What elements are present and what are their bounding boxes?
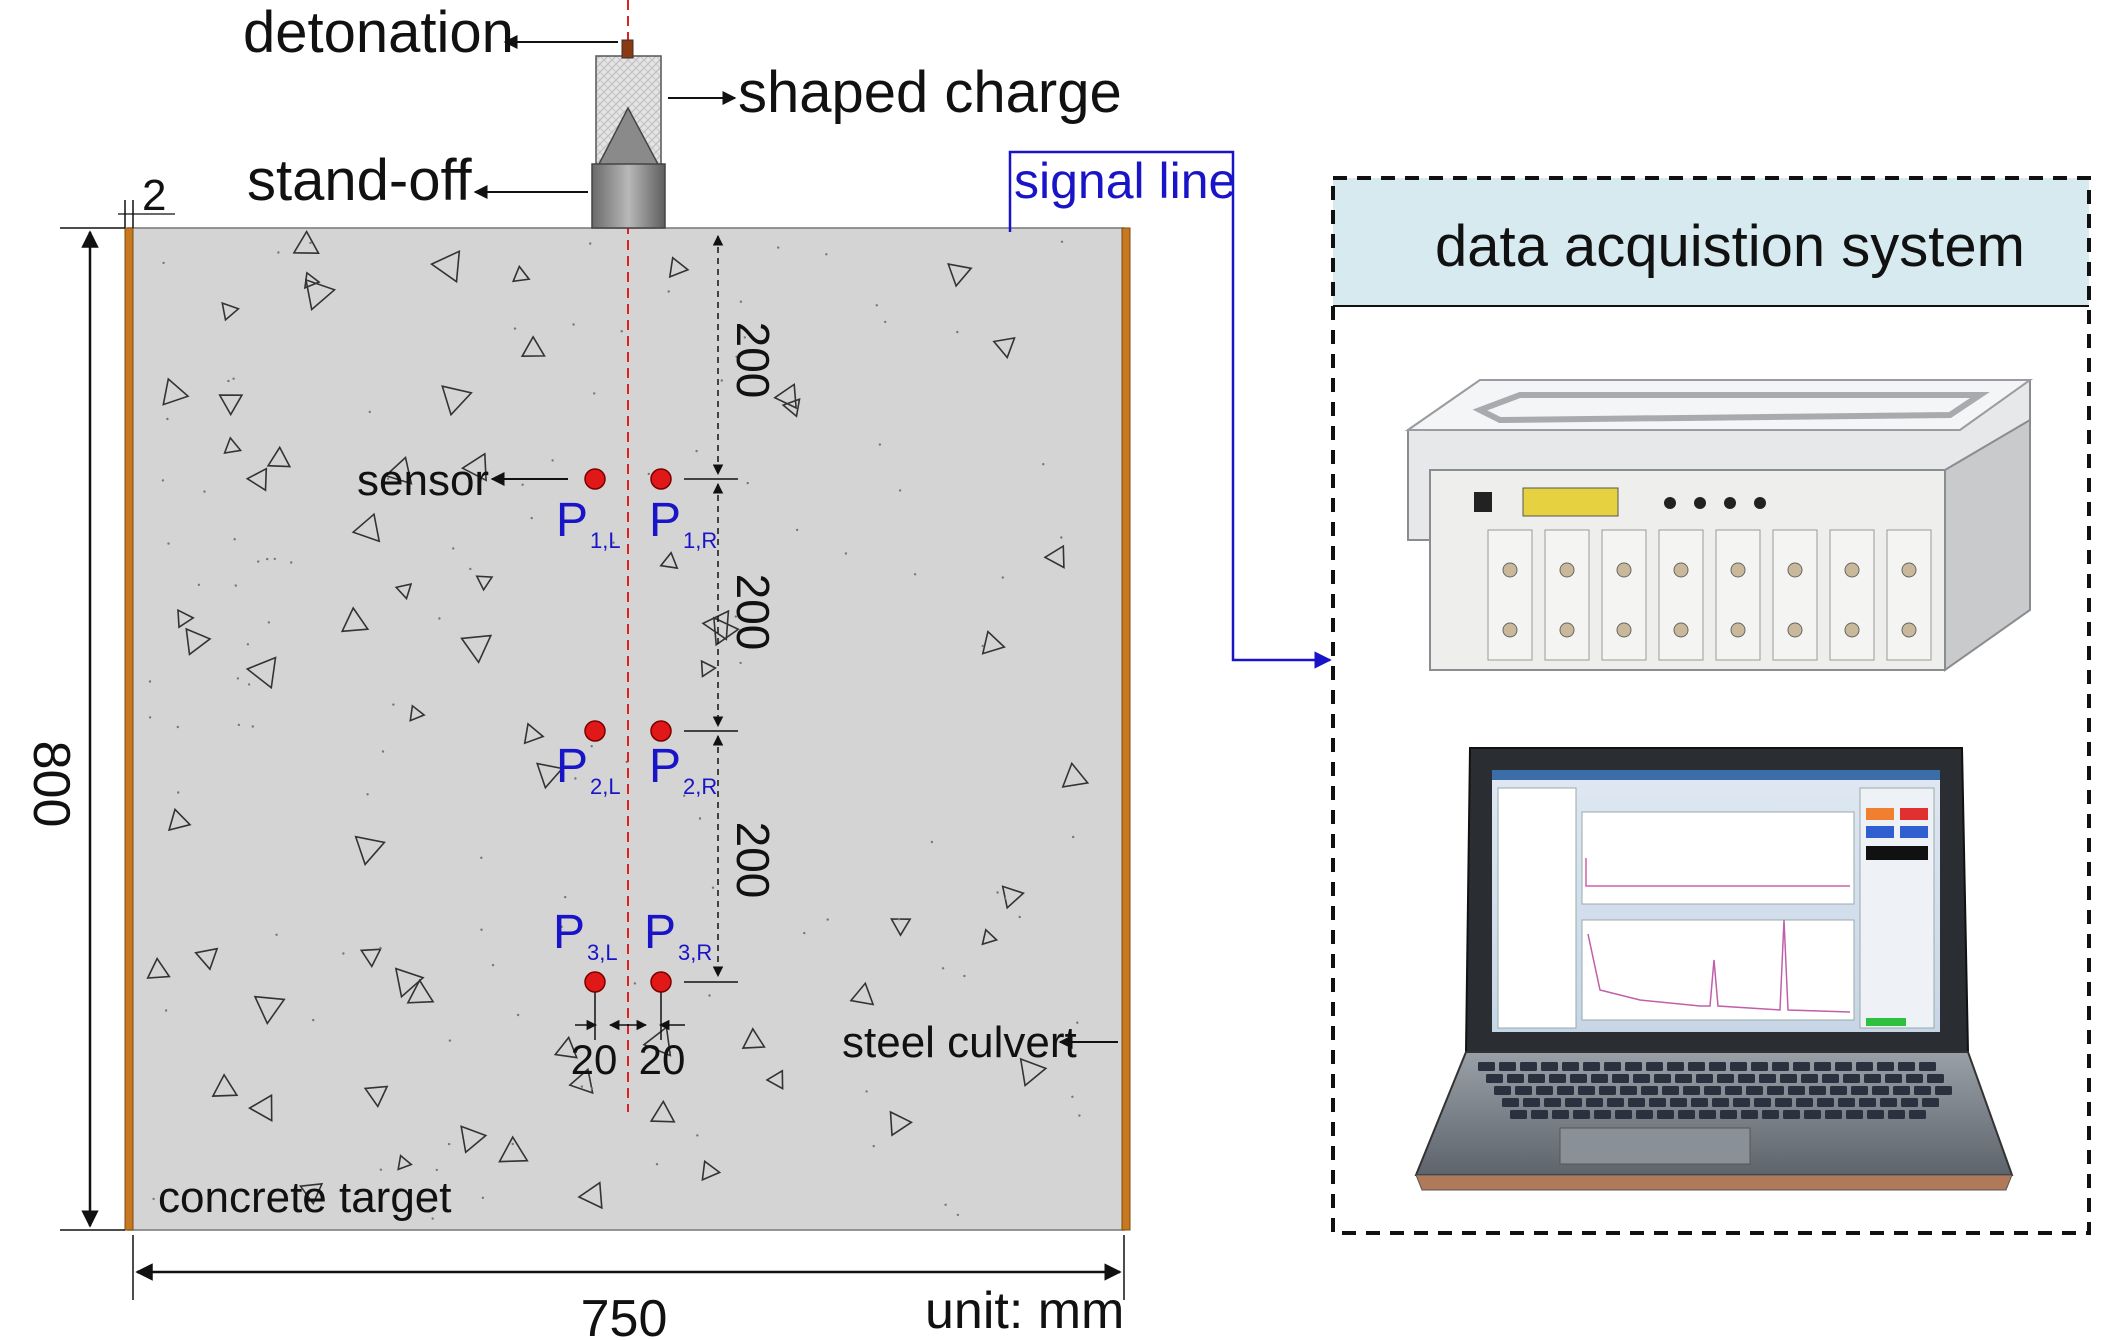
offset-right-label: 20 bbox=[639, 1036, 686, 1083]
laptop-keyboard bbox=[1478, 1062, 1952, 1119]
daq-module-slots bbox=[1487, 529, 1932, 661]
sensor-label-p3r: P3,R bbox=[644, 906, 712, 965]
shaped-charge bbox=[595, 39, 662, 167]
sensor-dot-p3r bbox=[650, 971, 672, 993]
spacing-1-label: 200 bbox=[727, 322, 779, 399]
shaped-charge-label: shaped charge bbox=[738, 60, 1122, 125]
data-acquisition-title: data acquistion system bbox=[1435, 214, 2025, 279]
offset-dimension bbox=[575, 990, 685, 1040]
spacing-dimension-lines bbox=[684, 234, 738, 983]
sensor-dot-p2r bbox=[650, 720, 672, 742]
steel-culvert-label: steel culvert bbox=[842, 1018, 1077, 1067]
sensor-label: sensor bbox=[357, 456, 489, 505]
width-dimension bbox=[132, 1235, 1125, 1300]
daq-chassis-illustration bbox=[1404, 379, 2034, 672]
sensor-markers bbox=[584, 468, 672, 993]
sensor-label-p1r: P1,R bbox=[649, 494, 717, 553]
concrete-target-label: concrete target bbox=[158, 1173, 452, 1222]
liner-thickness-dimension bbox=[118, 200, 175, 228]
sensor-dot-p2l bbox=[584, 720, 606, 742]
sensor-dot-p1l bbox=[584, 468, 606, 490]
width-label: 750 bbox=[581, 1290, 668, 1340]
signal-line bbox=[1008, 150, 1332, 669]
sensor-label-p3l: P3,L bbox=[553, 906, 618, 965]
unit-label: unit: mm bbox=[925, 1282, 1124, 1340]
spacing-3-label: 200 bbox=[727, 822, 779, 899]
sensor-dot-p1r bbox=[650, 468, 672, 490]
offset-left-label: 20 bbox=[571, 1036, 618, 1083]
data-acquisition-system-box bbox=[1331, 176, 2091, 1235]
sensor-label-p1l: P1,L bbox=[556, 494, 621, 553]
height-label: 800 bbox=[22, 741, 80, 828]
steel-culvert-right bbox=[1121, 227, 1131, 1231]
concrete-target-block bbox=[127, 227, 1125, 1231]
sensor-label-p2l: P2,L bbox=[556, 740, 621, 799]
laptop-illustration bbox=[1414, 747, 2014, 1191]
stand-off-label: stand-off bbox=[247, 148, 473, 213]
liner-thickness-label: 2 bbox=[142, 171, 166, 220]
sensor-dot-p3l bbox=[584, 971, 606, 993]
spacing-2-label: 200 bbox=[727, 574, 779, 651]
stand-off-cylinder bbox=[591, 163, 666, 229]
signal-line-label: signal line bbox=[1014, 153, 1236, 209]
aggregate-texture bbox=[146, 229, 1090, 1220]
sensor-label-p2r: P2,R bbox=[649, 740, 717, 799]
steel-culvert-left bbox=[124, 227, 134, 1231]
detonation-label: detonation bbox=[243, 0, 514, 65]
height-dimension bbox=[60, 227, 125, 1231]
